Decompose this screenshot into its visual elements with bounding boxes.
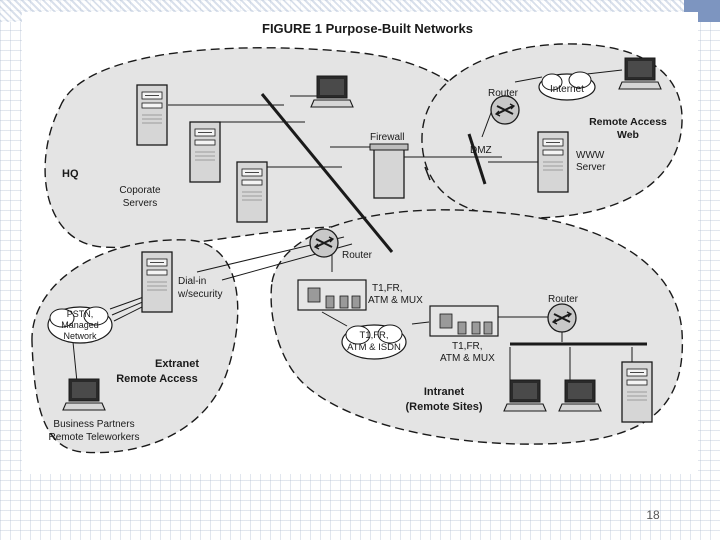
- figure-title: FIGURE 1 Purpose-Built Networks: [262, 21, 473, 36]
- www-server: [537, 131, 569, 193]
- extranet-label-line2: Remote Access: [116, 373, 198, 385]
- remote-server: [621, 361, 653, 423]
- remote-laptop-1: [503, 379, 547, 412]
- router-web-label: Router: [488, 88, 519, 99]
- router-remote-label: Router: [548, 294, 579, 305]
- hq-laptop: [310, 75, 354, 108]
- router-intranet-icon: [309, 228, 339, 258]
- t1-mux-2-label-line1: T1,FR,: [452, 341, 483, 352]
- t1-mux-1-label-line1: T1,FR,: [372, 283, 403, 294]
- corporate-server-3: [236, 161, 268, 223]
- web-laptop: [618, 57, 662, 90]
- dial-in-server: [141, 251, 173, 313]
- remote-access-web-label-line1: Remote Access: [589, 116, 667, 128]
- router-intranet-label: Router: [342, 250, 373, 261]
- intranet-label-line2: (Remote Sites): [405, 401, 482, 413]
- t1-mux-1-label-line2: ATM & MUX: [368, 295, 423, 306]
- www-server-label-line2: Server: [576, 162, 606, 173]
- network-diagram: FIGURE 1 Purpose-Built Networks: [22, 12, 698, 474]
- t1-isdn-label-line2: ATM & ISDN: [347, 342, 401, 353]
- pstn-label-line3: Network: [63, 331, 97, 341]
- firewall-divider-left: [424, 166, 431, 181]
- corporate-server-2: [189, 121, 221, 183]
- dmz-segment: [467, 133, 487, 185]
- internet-label: Internet: [550, 84, 584, 95]
- corporate-server-1: [136, 84, 168, 146]
- dial-in-label-line2: w/security: [177, 289, 222, 300]
- firewall-label: Firewall: [370, 132, 404, 143]
- pstn-label-line2: Managed: [61, 320, 99, 330]
- extranet-label-line1: Extranet: [155, 358, 199, 370]
- t1-isdn-label-line1: T1,FR,: [359, 330, 388, 341]
- remote-access-web-label-line2: Web: [617, 129, 639, 141]
- pstn-label-line1: PSTN,: [67, 309, 94, 319]
- partner-laptop: [62, 378, 106, 411]
- remote-laptop-2: [558, 379, 602, 412]
- pstn-cloud: [47, 306, 113, 344]
- firewall-icon: [369, 143, 409, 199]
- mux-unit-1: [297, 279, 367, 311]
- page-number: 18: [646, 508, 660, 522]
- corporate-servers-label-line1: Coporate: [119, 185, 161, 196]
- region-hq-label: HQ: [62, 168, 79, 180]
- partners-label-line2: Remote Teleworkers: [49, 432, 140, 443]
- www-server-label-line1: WWW: [576, 150, 605, 161]
- hq-backbone: [260, 93, 394, 253]
- mux-unit-2: [429, 305, 499, 337]
- router-remote-icon: [547, 303, 577, 333]
- router-web-icon: [490, 95, 520, 125]
- t1-mux-2-label-line2: ATM & MUX: [440, 353, 495, 364]
- network-diagram-canvas: FIGURE 1 Purpose-Built Networks: [31, 21, 684, 454]
- dmz-label: DMZ: [470, 145, 492, 156]
- internet-cloud: [538, 71, 596, 101]
- partners-label-line1: Business Partners: [53, 419, 134, 430]
- dial-in-label-line1: Dial-in: [178, 276, 206, 287]
- wan-cloud: [341, 324, 407, 360]
- intranet-label-line1: Intranet: [424, 386, 465, 398]
- corporate-servers-label-line2: Servers: [123, 198, 157, 209]
